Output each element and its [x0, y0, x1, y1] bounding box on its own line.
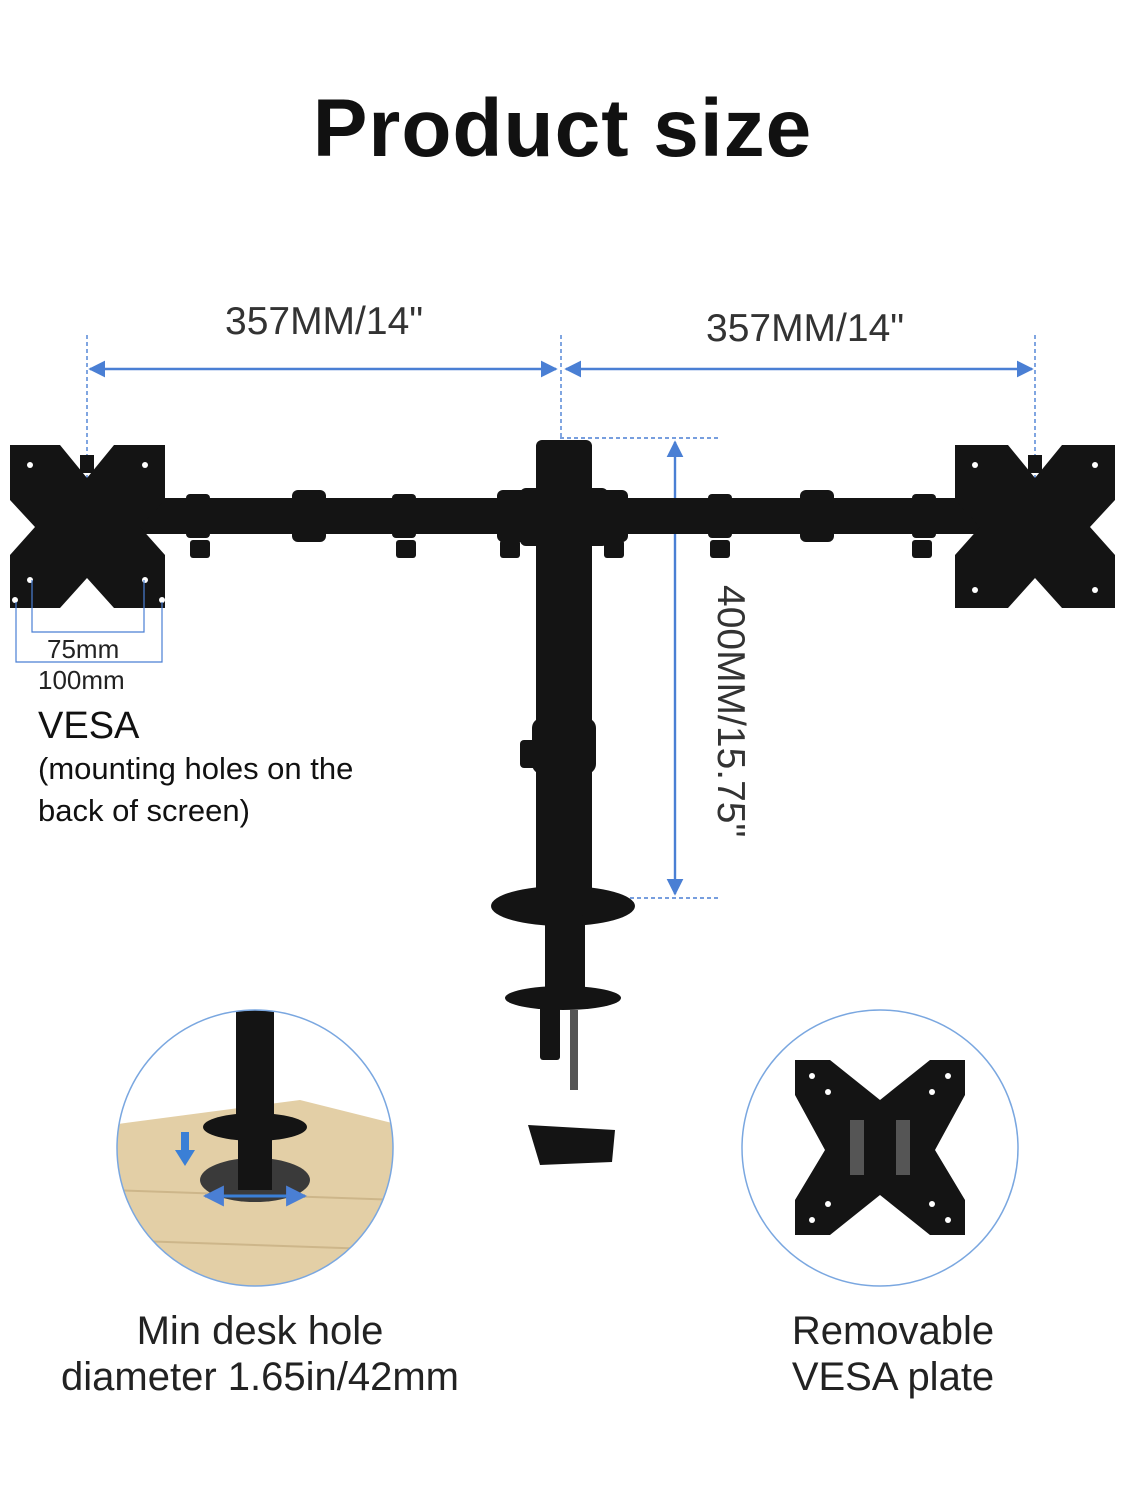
vesa-description: (mounting holes on the back of screen) [38, 751, 354, 828]
vesa-plate-caption: Removable VESA plate [735, 1308, 1051, 1400]
desk-hole-detail [117, 1010, 393, 1286]
desk-hole-caption-line2: diameter 1.65in/42mm [61, 1355, 459, 1399]
pole-height-dimension: 400MM/15.75" [709, 585, 752, 838]
removable-plate-detail [795, 1060, 965, 1235]
left-vesa-plate [10, 445, 165, 608]
vesa-label: VESA [38, 705, 140, 747]
desk-hole-caption: Min desk hole diameter 1.65in/42mm [20, 1308, 500, 1400]
monitor-arm [140, 440, 985, 1165]
vesa-size-100: 100mm [38, 665, 125, 695]
right-vesa-plate [955, 445, 1115, 608]
vesa-size-75: 75mm [47, 634, 120, 664]
desk-hole-caption-line1: Min desk hole [136, 1309, 384, 1353]
page-title: Product size [312, 83, 813, 174]
right-arm-dimension: 357MM/14" [706, 307, 905, 350]
vesa-plate-caption-line1: Removable [791, 1309, 995, 1353]
left-arm-dimension: 357MM/14" [225, 300, 424, 343]
vesa-plate-caption-line2: VESA plate [791, 1355, 995, 1399]
